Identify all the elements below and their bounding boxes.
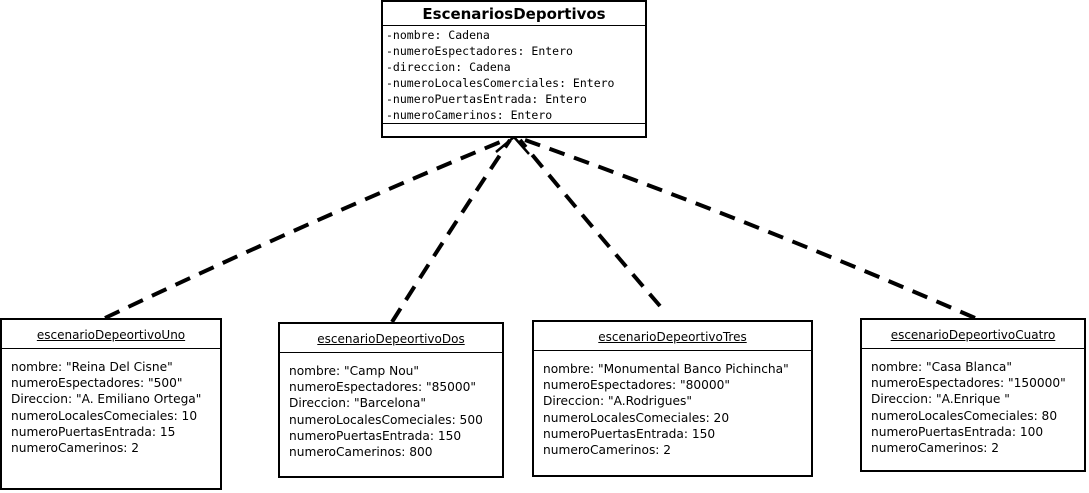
object-attributes: nombre: "Camp Nou" numeroEspectadores: "… (280, 353, 502, 464)
class-attribute: -nombre: Cadena (386, 28, 490, 42)
object-name: escenarioDepeortivoDos (280, 324, 502, 353)
object-name: escenarioDepeortivoCuatro (862, 320, 1084, 349)
object-attribute: nombre: "Casa Blanca" (871, 360, 1013, 374)
class-attribute: -numeroLocalesComerciales: Entero (386, 76, 615, 90)
object-box-cuatro[interactable]: escenarioDepeortivoCuatro nombre: "Casa … (860, 318, 1086, 472)
object-name: escenarioDepeortivoTres (534, 322, 811, 351)
dependency-line-uno (104, 138, 506, 320)
class-attribute: -numeroCamerinos: Entero (386, 108, 553, 122)
class-attribute: -numeroEspectadores: Entero (386, 44, 573, 58)
object-attribute: nombre: "Reina Del Cisne" (11, 360, 173, 374)
object-attribute: numeroPuertasEntrada: 15 (11, 424, 176, 439)
class-box-escenarios-deportivos[interactable]: EscenariosDeportivos -nombre: Cadena -nu… (381, 0, 647, 138)
object-attribute: numeroLocalesComeciales: 500 (289, 412, 483, 427)
object-attribute: Direccion: "A.Rodrigues" (543, 394, 692, 409)
class-attribute: -direccion: Cadena (386, 60, 511, 74)
object-attribute: numeroEspectadores: "500" (11, 376, 183, 391)
object-name: escenarioDepeortivoUno (2, 320, 220, 349)
object-attribute: numeroLocalesComeciales: 10 (11, 408, 198, 423)
object-attributes: nombre: "Reina Del Cisne" numeroEspectad… (2, 349, 220, 460)
object-attribute: numeroCamerinos: 2 (871, 441, 1000, 456)
object-box-dos[interactable]: escenarioDepeortivoDos nombre: "Camp Nou… (278, 322, 504, 478)
object-attribute: numeroPuertasEntrada: 100 (871, 424, 1044, 439)
object-attribute: numeroEspectadores: "80000" (543, 378, 730, 393)
object-attributes: nombre: "Casa Blanca" numeroEspectadores… (862, 349, 1084, 460)
object-attributes: nombre: "Monumental Banco Pichincha" num… (534, 351, 811, 462)
class-attribute: -numeroPuertasEntrada: Entero (386, 92, 587, 106)
class-attributes: -nombre: Cadena -numeroEspectadores: Ent… (383, 26, 645, 124)
object-attribute: numeroPuertasEntrada: 150 (543, 426, 716, 441)
object-attribute: Direccion: "A. Emiliano Ortega" (11, 392, 202, 407)
object-attribute: numeroCamerinos: 2 (11, 441, 140, 456)
object-attribute: Direccion: "A.Enrique " (871, 392, 1010, 407)
object-box-uno[interactable]: escenarioDepeortivoUno nombre: "Reina De… (0, 318, 222, 490)
class-operations (383, 124, 645, 131)
object-attribute: numeroCamerinos: 2 (543, 443, 672, 458)
object-attribute: numeroCamerinos: 800 (289, 445, 433, 460)
dependency-line-tres (518, 138, 662, 308)
class-name: EscenariosDeportivos (383, 2, 645, 26)
object-attribute: numeroEspectadores: "150000" (871, 376, 1066, 391)
object-attribute: numeroLocalesComeciales: 20 (543, 410, 730, 425)
dependency-line-dos (390, 138, 512, 324)
dependency-line-cuatro (524, 138, 976, 320)
object-box-tres[interactable]: escenarioDepeortivoTres nombre: "Monumen… (532, 320, 813, 477)
object-attribute: nombre: "Monumental Banco Pichincha" (543, 362, 789, 376)
object-attribute: numeroPuertasEntrada: 150 (289, 428, 462, 443)
object-attribute: numeroLocalesComeciales: 80 (871, 408, 1058, 423)
object-attribute: nombre: "Camp Nou" (289, 364, 419, 378)
object-attribute: Direccion: "Barcelona" (289, 396, 426, 411)
object-attribute: numeroEspectadores: "85000" (289, 380, 476, 395)
